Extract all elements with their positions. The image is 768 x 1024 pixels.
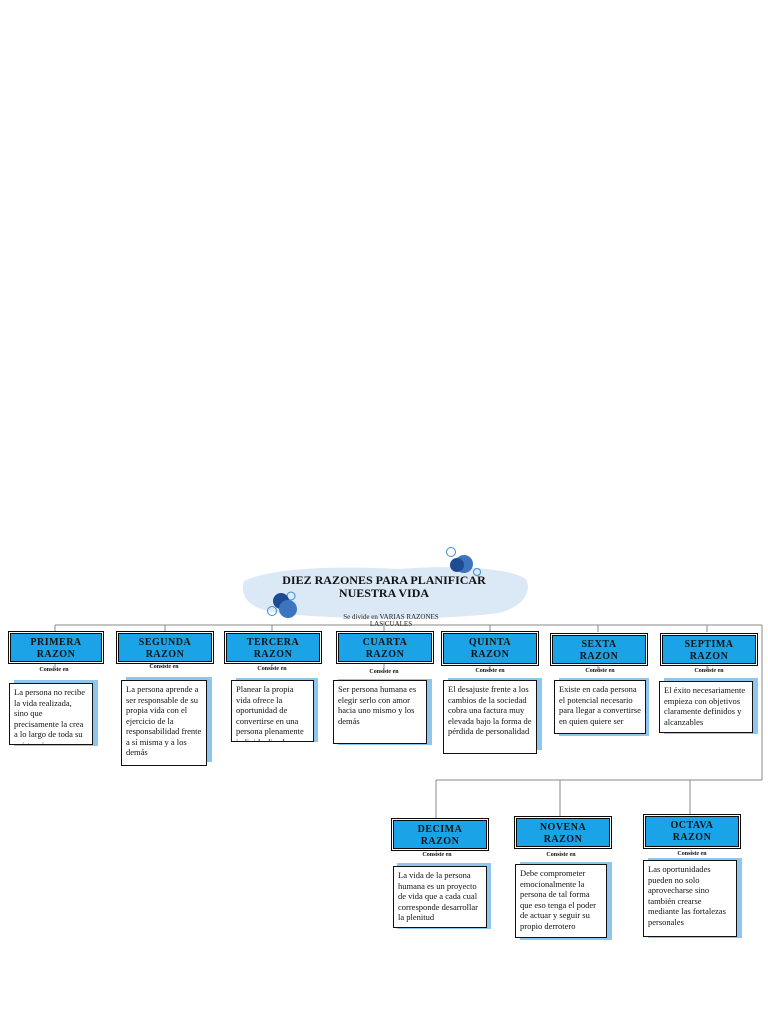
reason-text-tercera: Planear la propia vida ofrece la oportun… (231, 680, 314, 742)
consiste-en-label: Consiste en (694, 668, 724, 674)
reason-text-cuarta: Ser persona humana es elegir serlo con a… (333, 680, 427, 744)
consiste-en-label: Consiste en (546, 852, 576, 858)
diagram-subtitle: Se divide en VARIAS RAZONES LAS CUALES (343, 614, 439, 628)
title-cloud-shape (242, 567, 528, 619)
consiste-en-label: Consiste en (257, 666, 287, 672)
decorative-circles-bottom-icon (267, 591, 297, 618)
diagram-title: DIEZ RAZONES PARA PLANIFICAR NUESTRA VID… (282, 573, 486, 600)
consiste-en-label: Consiste en (369, 669, 399, 675)
consiste-en-label: Consiste en (677, 851, 707, 857)
decorative-circles-top-icon (446, 547, 481, 576)
consiste-en-label: Consiste en (475, 668, 505, 674)
consiste-en-label: Consiste en (149, 664, 179, 670)
reason-text-septima: El éxito necesariamente empieza con obje… (659, 681, 753, 733)
reason-text-segunda: La persona aprende a ser responsable de … (121, 680, 207, 766)
consiste-en-label: Consiste en (39, 667, 69, 673)
reason-text-quinta: El desajuste frente a los cambios de la … (443, 680, 537, 754)
reason-text-novena: Debe comprometer emocionalmente la perso… (515, 864, 607, 938)
reason-text-octava: Las oportunidades pueden no solo aprovec… (643, 860, 737, 937)
reason-text-decima: La vida de la persona humana es un proye… (393, 866, 487, 928)
consiste-en-label: Consiste en (585, 668, 615, 674)
consiste-en-label: Consiste en (422, 852, 452, 858)
reason-text-primera: La persona no recibe la vida realizada, … (9, 683, 93, 745)
reason-text-sexta: Existe en cada persona el potencial nece… (554, 680, 646, 734)
